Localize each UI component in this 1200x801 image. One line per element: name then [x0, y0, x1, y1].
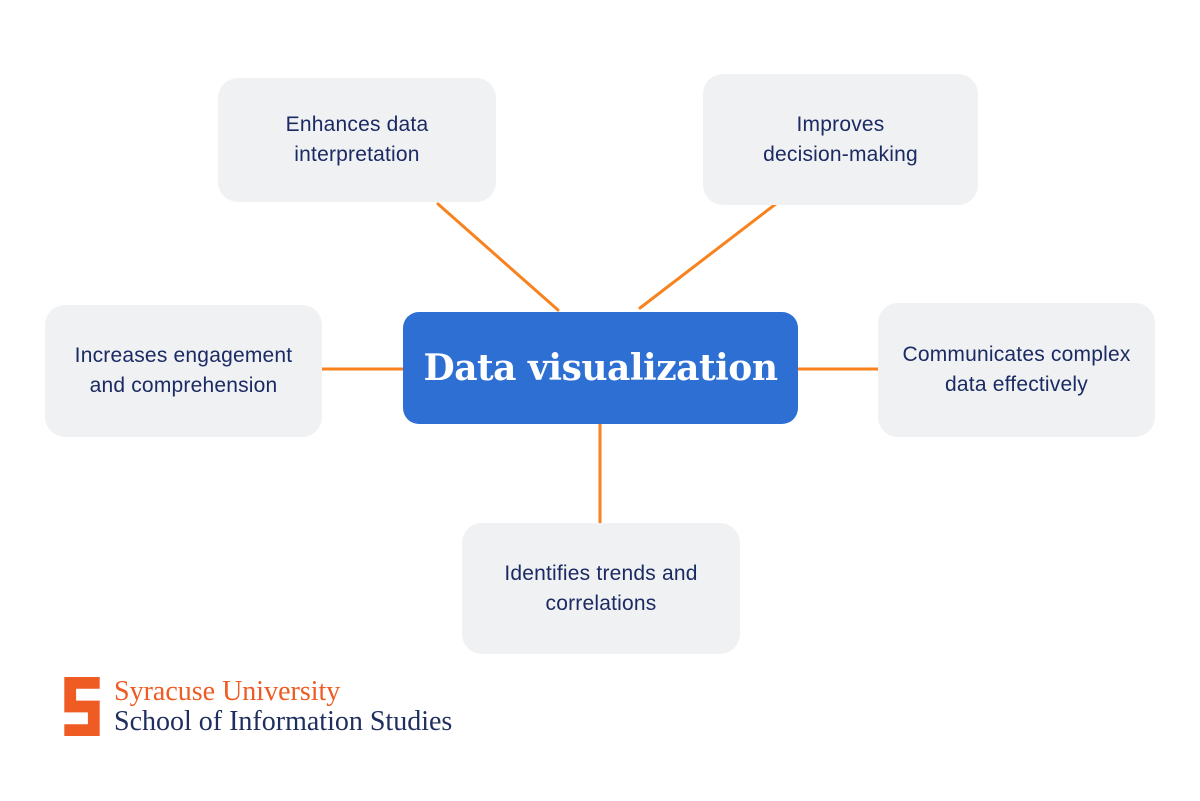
connector-top-left: [436, 202, 560, 312]
school-of-information-studies-wordmark: School of Information Studies: [114, 706, 453, 737]
node-label-line: decision-making: [763, 142, 918, 166]
node-increases-engagement-comprehension: Increases engagement and comprehension: [45, 305, 322, 437]
node-label-line: correlations: [545, 591, 657, 615]
syracuse-logo-wordmark: Syracuse University School of Informatio…: [114, 677, 452, 737]
center-node-label: Data visualization: [423, 347, 778, 389]
connector-top-right: [638, 201, 779, 310]
node-label-line: Identifies trends and: [504, 561, 698, 585]
center-node-data-visualization: Data visualization: [403, 312, 798, 424]
node-improves-decision-making: Improves decision-making: [703, 74, 978, 205]
node-label-line: interpretation: [294, 143, 420, 166]
syracuse-block-s-icon: [64, 677, 100, 736]
node-communicates-complex-data: Communicates complex data effectively: [878, 303, 1155, 437]
node-label-line: Increases engagement: [74, 344, 293, 367]
syracuse-logo: Syracuse University School of Informatio…: [64, 677, 452, 737]
node-label-line: Communicates complex: [902, 343, 1131, 366]
node-label-line: Improves: [796, 112, 885, 136]
node-label-line: and comprehension: [89, 374, 278, 397]
node-enhances-data-interpretation: Enhances data interpretation: [218, 78, 496, 202]
node-label-line: data effectively: [945, 373, 1088, 396]
node-label-line: Enhances data: [285, 113, 429, 136]
node-identifies-trends-correlations: Identifies trends and correlations: [462, 523, 740, 654]
syracuse-university-wordmark: Syracuse University: [114, 676, 341, 707]
